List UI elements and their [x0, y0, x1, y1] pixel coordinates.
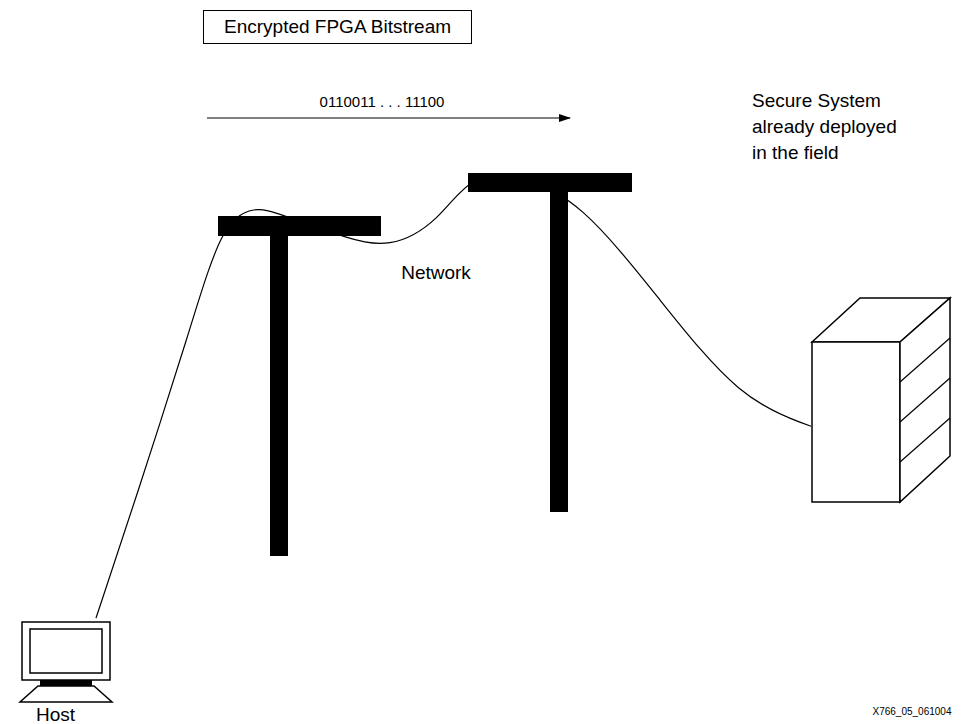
figure-id: X766_05_061004 — [873, 706, 952, 717]
box-title: Encrypted FPGA Bitstream — [224, 16, 451, 38]
pole-post — [550, 182, 568, 512]
drive-slot-line — [900, 378, 950, 422]
host-computer: Host — [16, 618, 116, 724]
drive-slot-line — [900, 418, 950, 462]
secure-system: Secure System already deployed in the fi… — [752, 88, 952, 506]
data-flow-arrow — [207, 117, 570, 118]
network-pole — [218, 216, 381, 556]
monitor-neck — [40, 680, 92, 686]
chassis-side — [900, 298, 950, 502]
computer-icon — [16, 618, 116, 704]
monitor-screen — [30, 629, 102, 673]
network-pole — [468, 173, 632, 512]
drive-slot-line — [900, 338, 950, 382]
monitor-frame — [22, 622, 110, 680]
bit-sequence: 0110011 . . . 11100 — [320, 93, 445, 110]
network-cable — [96, 176, 811, 618]
pole-crossbar — [218, 216, 381, 236]
pole-post — [270, 226, 288, 556]
network-label: Network — [401, 262, 471, 284]
bitstream-box: Encrypted FPGA Bitstream — [203, 10, 472, 44]
system-chassis — [810, 296, 952, 506]
chassis-front — [812, 342, 900, 502]
node-caption: Secure System already deployed in the fi… — [752, 88, 907, 166]
monitor-base — [20, 686, 112, 702]
node-caption: Host — [16, 704, 116, 724]
